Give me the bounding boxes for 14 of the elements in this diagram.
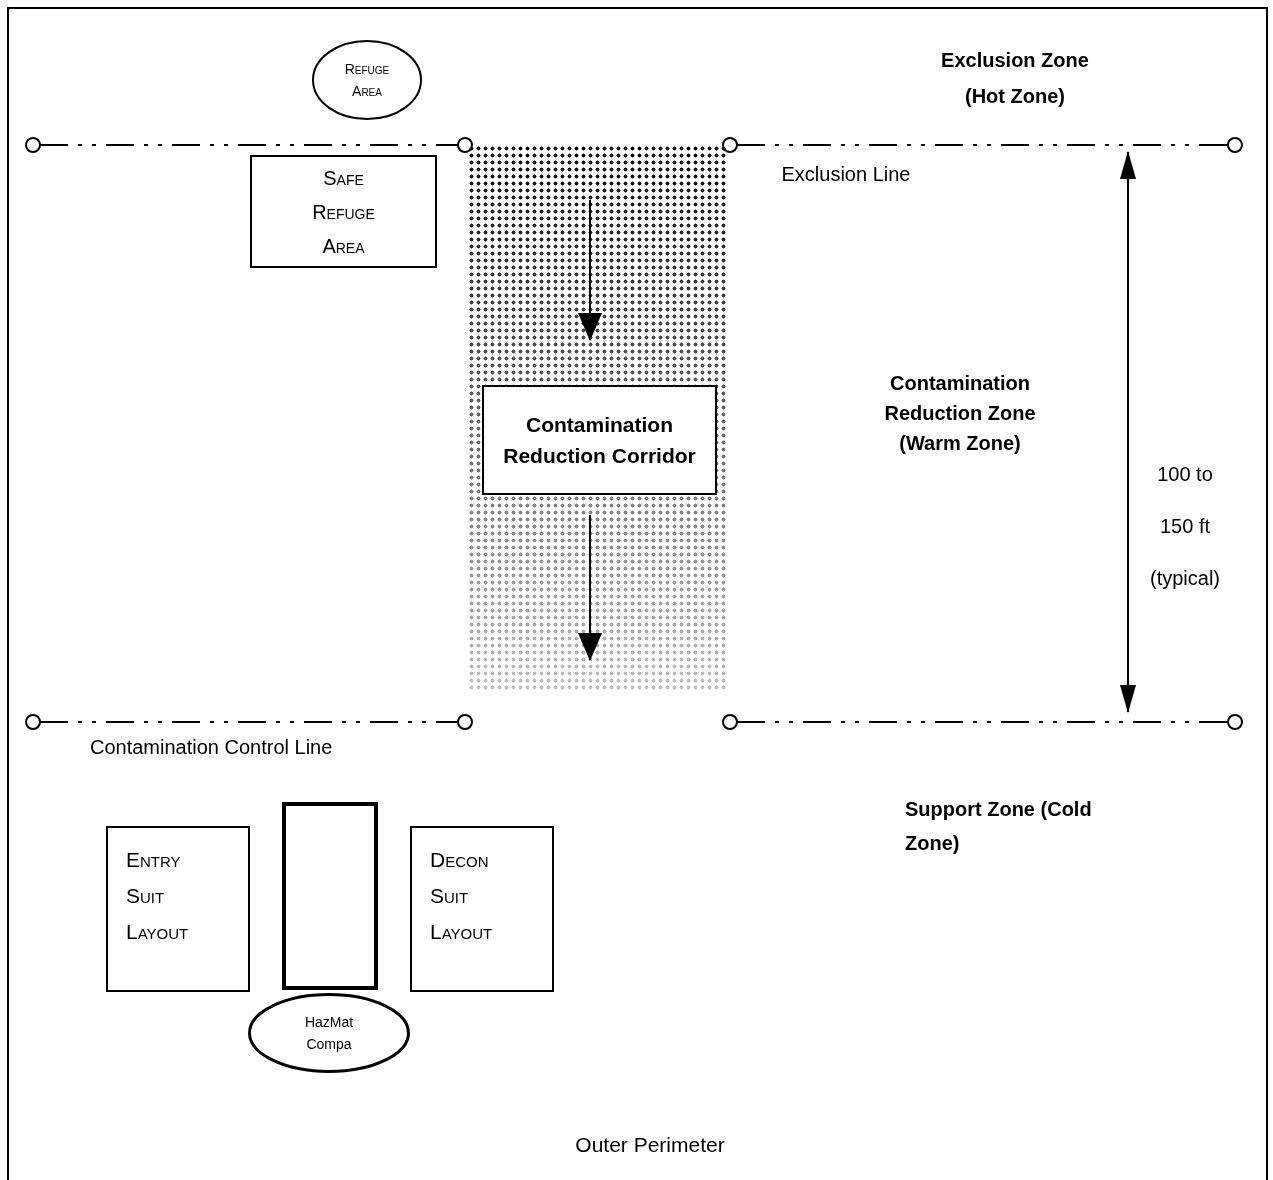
node-label: Refuge Area [343, 60, 391, 101]
layout-box [106, 826, 250, 992]
empty-box [282, 802, 378, 990]
node-label: Entry Suit Layout [126, 847, 190, 945]
node-label: Decon Suit Layout [430, 847, 494, 945]
node-label: Safe Refuge Area [311, 165, 376, 259]
corridor-region [468, 145, 728, 690]
corridor-box [482, 385, 717, 495]
compartment-ellipse [248, 993, 410, 1073]
layout-box [410, 826, 554, 992]
node-label: Contamination Reduction Corridor [502, 412, 697, 469]
area-box [250, 155, 437, 268]
node-label: HazMat Compa [303, 1013, 355, 1054]
area-ellipse [312, 40, 422, 120]
